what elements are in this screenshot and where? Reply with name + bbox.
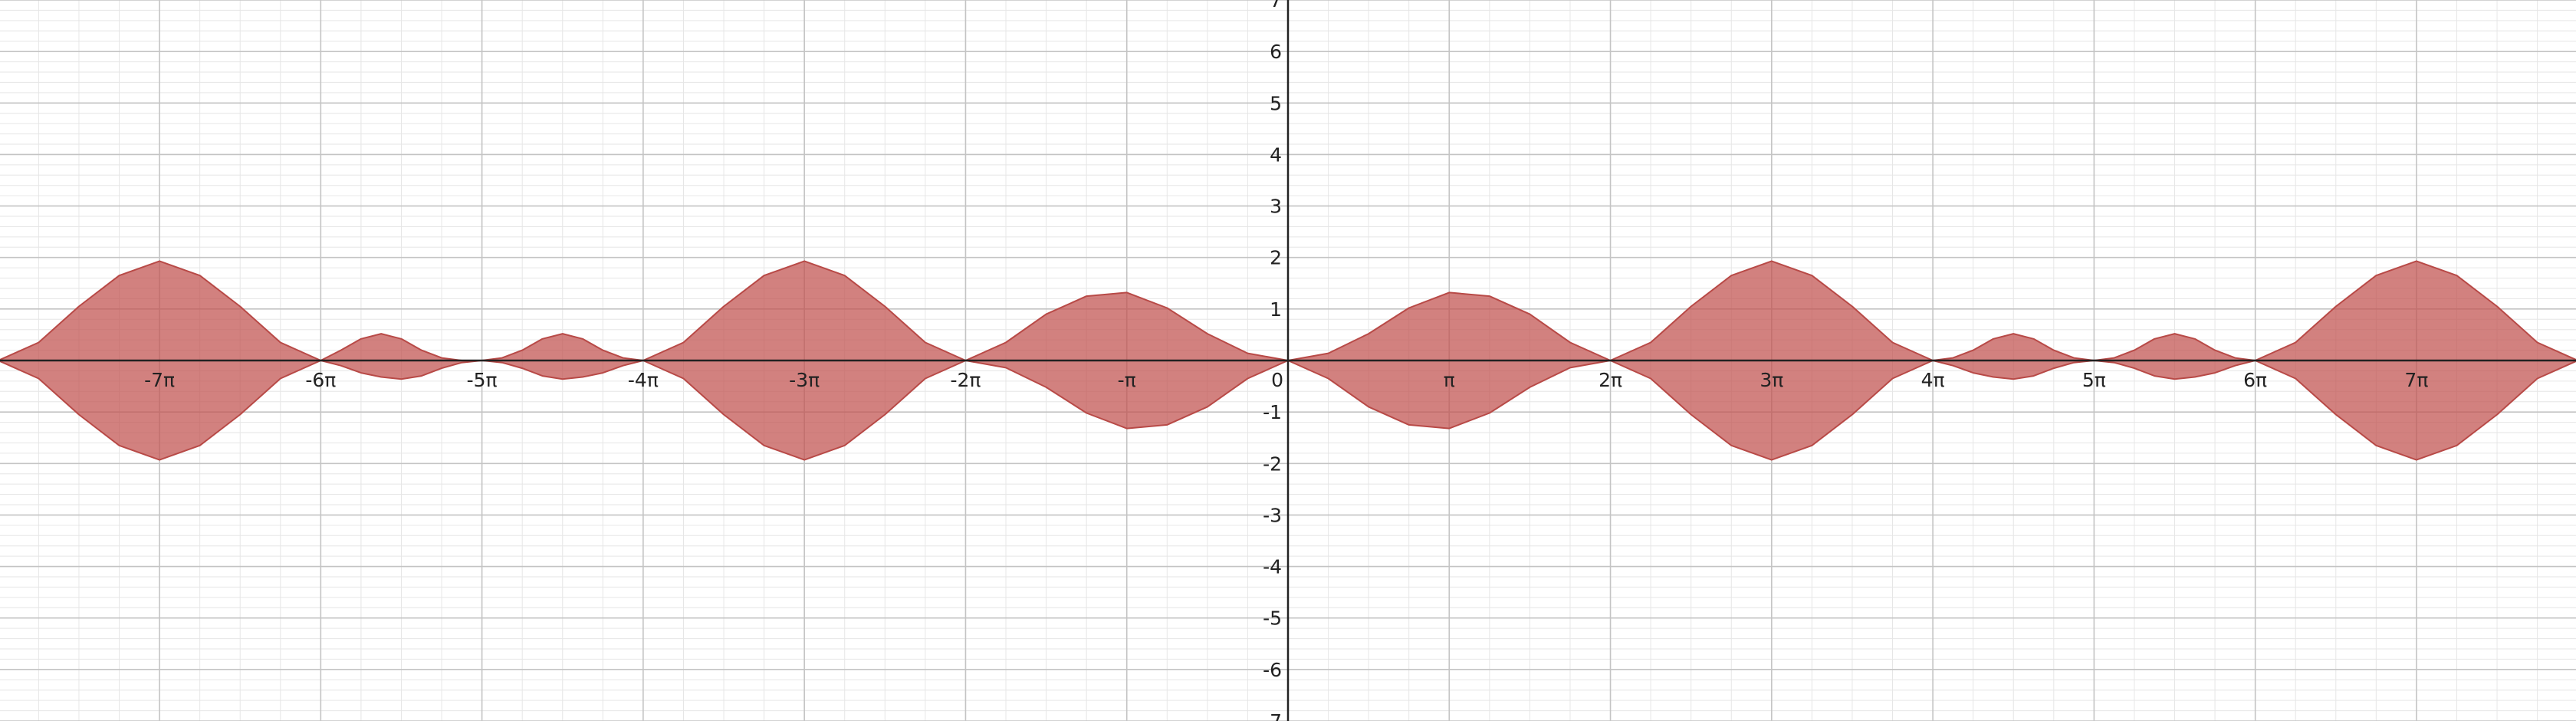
y-tick-label: 5 (1270, 92, 1282, 114)
y-tick-label: 6 (1270, 41, 1282, 63)
x-tick-label: -6π (305, 369, 336, 391)
x-tick-label: 7π (2404, 369, 2428, 391)
y-tick-label: -4 (1263, 556, 1282, 578)
x-tick-label: -π (1118, 369, 1136, 391)
x-tick-label: 5π (2082, 369, 2106, 391)
origin-label: 0 (1271, 369, 1283, 391)
y-tick-label: 4 (1270, 143, 1282, 166)
x-tick-label: 3π (1760, 369, 1783, 391)
y-tick-label: -5 (1263, 607, 1282, 630)
y-tick-label: 2 (1270, 247, 1282, 269)
y-tick-label: 1 (1270, 298, 1282, 321)
x-tick-label: -3π (789, 369, 820, 391)
y-tick-label: 7 (1270, 0, 1282, 12)
y-tick-label: -6 (1263, 659, 1282, 681)
tick-labels: -7π -6π -5π -4π -3π -2π -π π 2π 3π 4π 5π 6π 7π 0 7 6 5 4 3 2… (144, 0, 2428, 721)
x-tick-label: -5π (467, 369, 498, 391)
y-tick-label: -7 (1263, 710, 1282, 721)
x-tick-label: 6π (2243, 369, 2267, 391)
x-tick-label: -4π (628, 369, 659, 391)
y-tick-label: -1 (1263, 401, 1282, 423)
y-tick-label: -3 (1263, 504, 1282, 526)
x-tick-label: 2π (1598, 369, 1622, 391)
x-tick-label: π (1444, 369, 1455, 391)
x-tick-label: 4π (1921, 369, 1945, 391)
x-tick-label: -7π (144, 369, 175, 391)
y-tick-label: -2 (1263, 453, 1282, 475)
x-tick-label: -2π (950, 369, 981, 391)
y-tick-label: 3 (1270, 196, 1282, 218)
